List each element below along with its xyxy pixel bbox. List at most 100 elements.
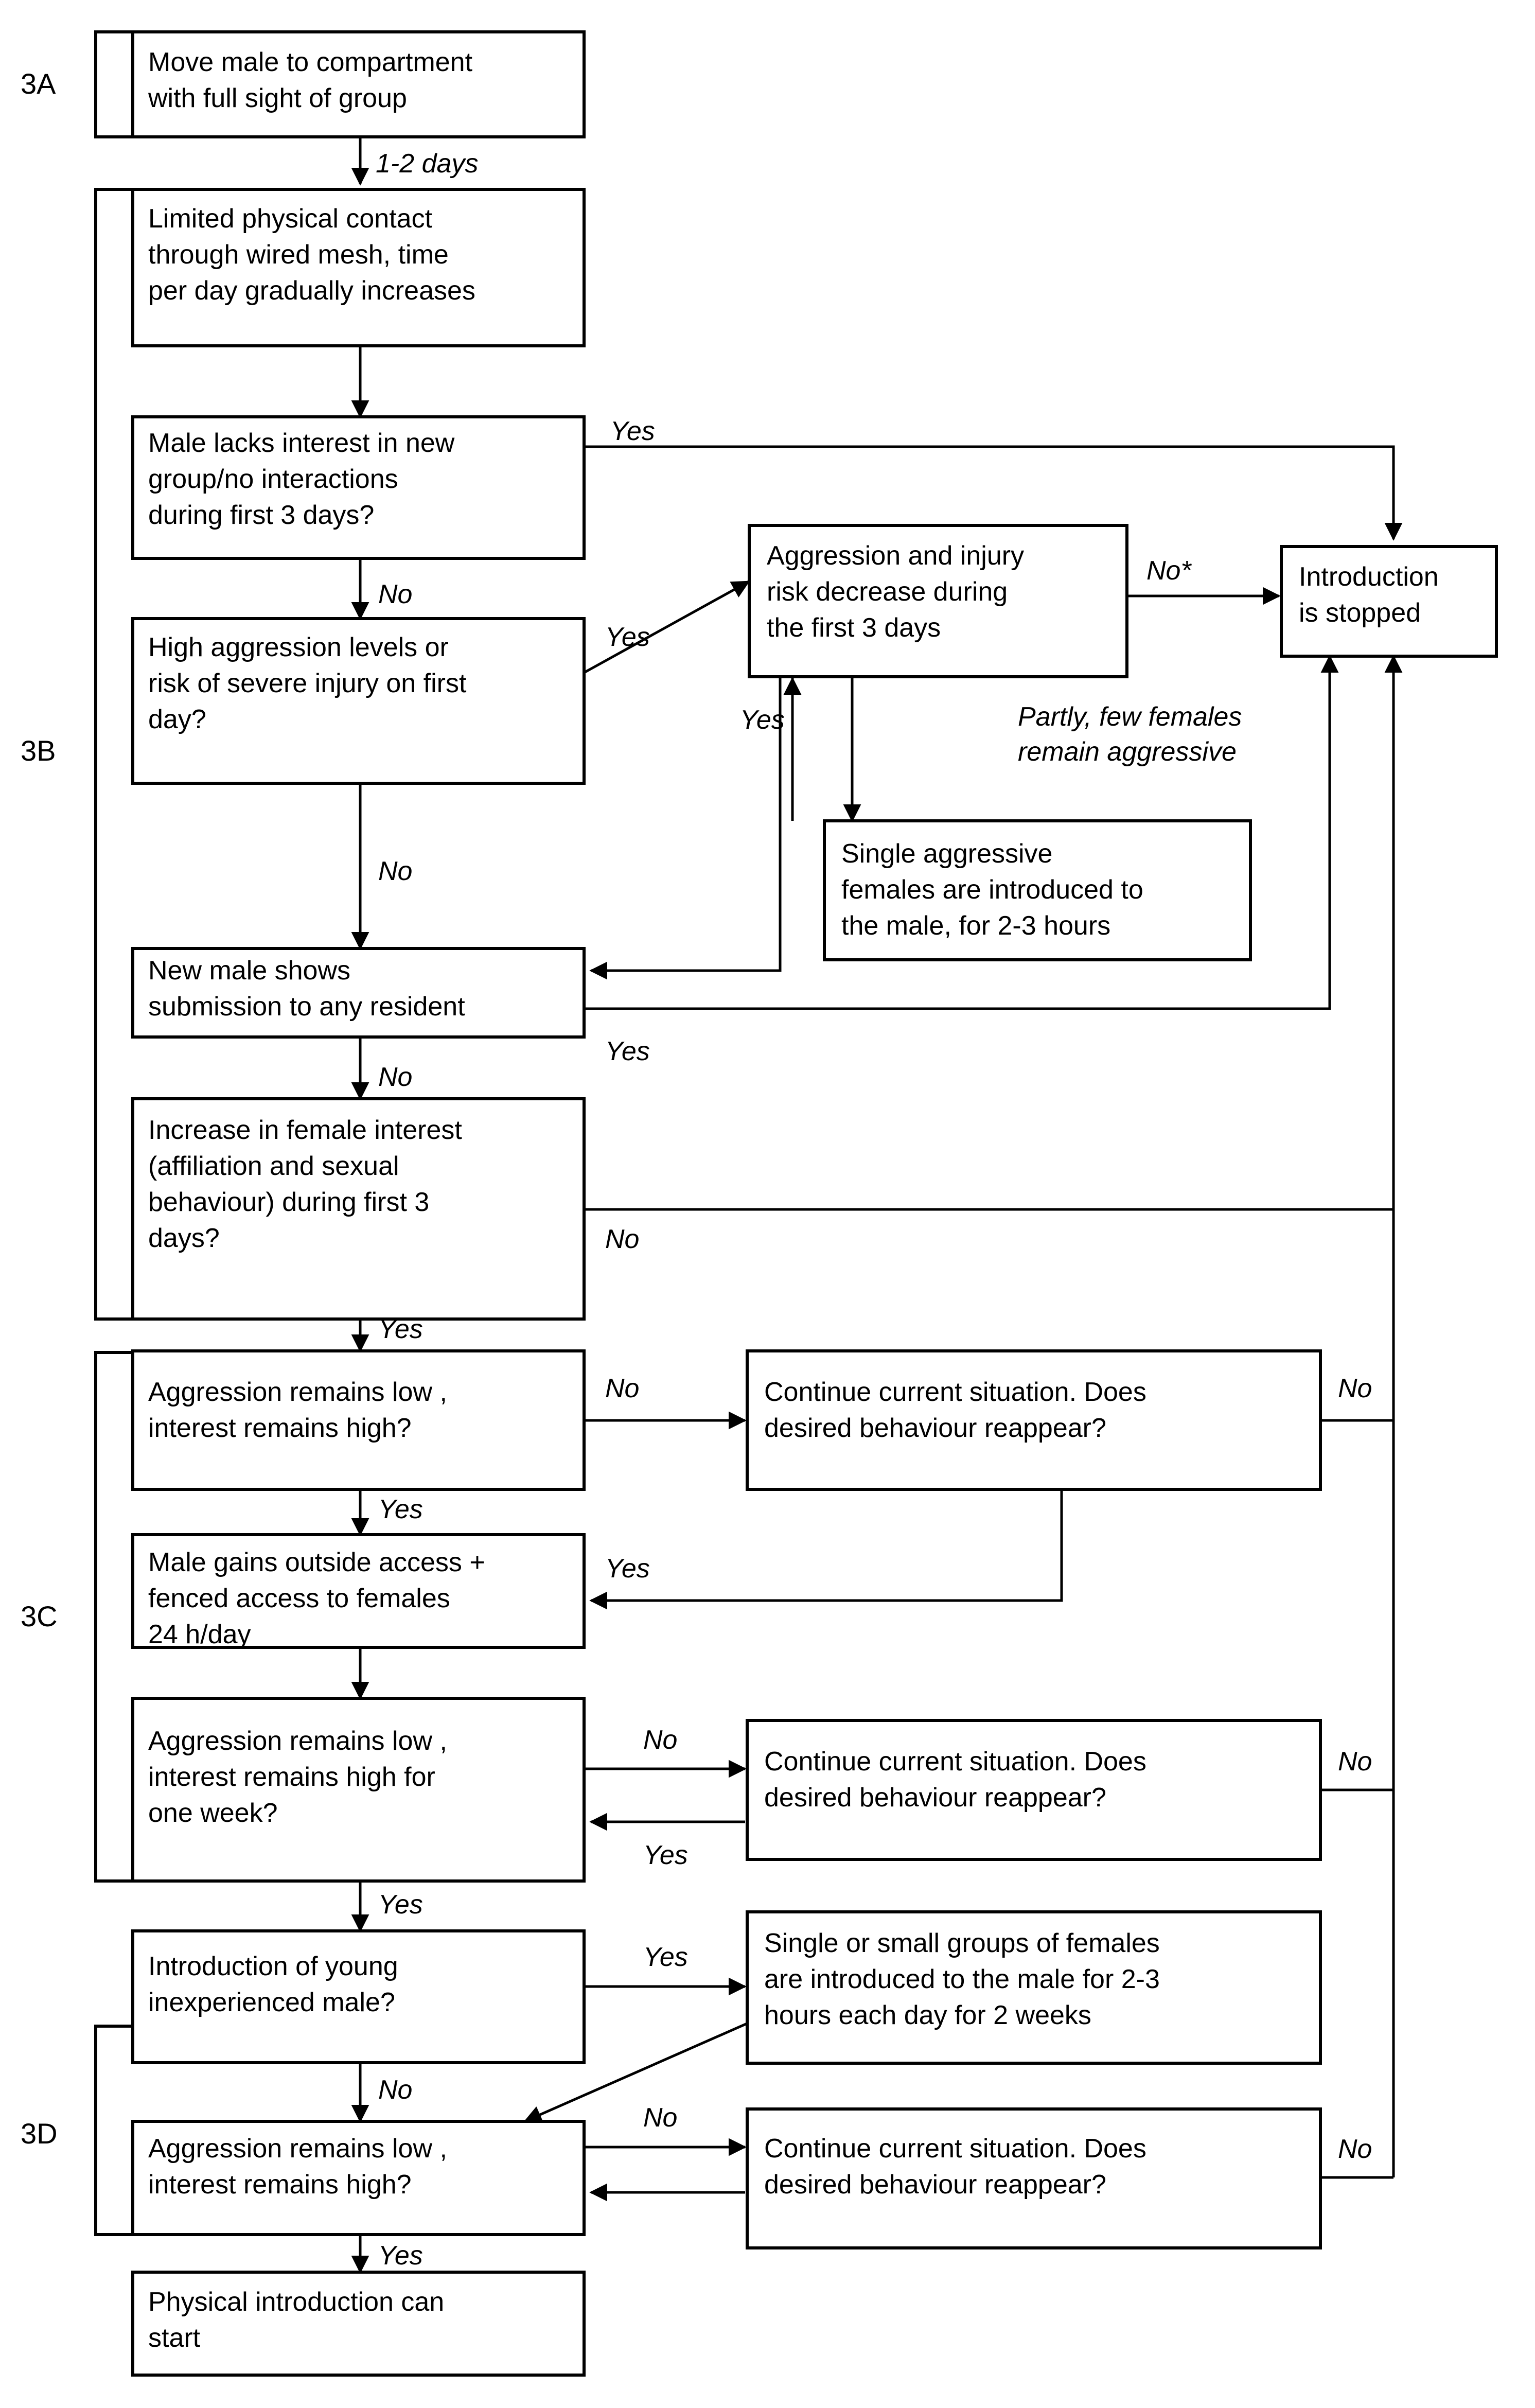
node-line: are introduced to the male for 2-3 [764, 1964, 1160, 1994]
node-new-male-shows-submission[interactable]: New male shows submission to any residen… [131, 947, 586, 1039]
node-introduction-is-stopped[interactable]: Introduction is stopped [1280, 545, 1498, 658]
node-line: Introduction [1299, 562, 1439, 592]
section-label-3c: 3C [21, 1600, 58, 1632]
section-label-3b: 3B [21, 734, 56, 767]
edge-label-no-n14: No [1338, 1747, 1372, 1777]
edge-label-yes-n8: Yes [605, 1036, 650, 1066]
node-continue-current-situation-2[interactable]: Continue current situation. Does desired… [746, 1719, 1322, 1861]
node-single-or-small-groups-females[interactable]: Single or small groups of females are in… [746, 1910, 1322, 2065]
edge-label-no-n9: No [605, 1224, 639, 1254]
node-line: Aggression and injury [767, 541, 1024, 571]
edge-n11-n12 [589, 1489, 1063, 1610]
node-line: hours each day for 2 weeks [764, 2000, 1091, 2030]
node-introduction-of-young-male[interactable]: Introduction of young inexperienced male… [131, 1929, 586, 2064]
edge-label-partly-1: Partly, few females [1018, 702, 1242, 732]
node-line: day? [148, 705, 206, 734]
node-line: start [148, 2323, 201, 2353]
node-aggression-risk-decrease[interactable]: Aggression and injury risk decrease duri… [748, 524, 1128, 678]
node-line: Aggression remains low , [148, 1377, 447, 1407]
edge-label-no-n8: No [378, 1062, 412, 1092]
node-line: Physical introduction can [148, 2287, 444, 2317]
section-bracket-3a [94, 30, 133, 138]
node-line: Continue current situation. Does [764, 1747, 1146, 1777]
node-line: inexperienced male? [148, 1988, 395, 2017]
edge-label-yes-n15: Yes [643, 1942, 688, 1972]
edge-label-yes-n5-n8: Yes [740, 705, 785, 735]
node-line: Limited physical contact [148, 204, 433, 234]
node-line: risk of severe injury on first [148, 669, 467, 698]
section-bracket-3d [94, 2025, 133, 2236]
node-line: behaviour) during first 3 [148, 1187, 429, 1217]
edge-label-1-2-days: 1-2 days [376, 149, 478, 179]
node-line: per day gradually increases [148, 276, 475, 306]
edge-label-partly-2: remain aggressive [1018, 737, 1237, 767]
node-line: Aggression remains low , [148, 2134, 447, 2164]
node-aggression-low-interest-high-2[interactable]: Aggression remains low , interest remain… [131, 2120, 586, 2236]
edge-label-yes-n11: Yes [605, 1554, 650, 1584]
node-line: Increase in female interest [148, 1115, 462, 1145]
node-line: risk decrease during [767, 577, 1008, 607]
node-physical-introduction-can-start[interactable]: Physical introduction can start [131, 2271, 586, 2377]
edge-label-no-star: No* [1146, 556, 1192, 586]
edge-n16-n17 [523, 2021, 750, 2123]
edge-label-no-n11: No [1338, 1374, 1372, 1403]
node-line: the first 3 days [767, 613, 941, 643]
edge-label-no-n3: No [378, 579, 412, 609]
node-line: with full sight of group [148, 83, 407, 113]
node-line: Aggression remains low , [148, 1726, 447, 1756]
edge-label-yes-n10: Yes [378, 1495, 423, 1524]
node-line: Single aggressive [841, 839, 1052, 869]
edge-n3-stopped [584, 445, 1403, 541]
node-male-lacks-interest[interactable]: Male lacks interest in new group/no inte… [131, 415, 586, 560]
node-line: interest remains high for [148, 1762, 435, 1792]
node-line: Continue current situation. Does [764, 1377, 1146, 1407]
node-line: fenced access to females [148, 1584, 450, 1613]
node-line: New male shows [148, 956, 350, 986]
edge-n4-n5 [583, 580, 750, 674]
node-male-gains-outside-access[interactable]: Male gains outside access + fenced acces… [131, 1533, 586, 1649]
edge-n8-stopped [584, 655, 1339, 1010]
node-move-male-to-compartment[interactable]: Move male to compartment with full sight… [131, 30, 586, 138]
node-line: during first 3 days? [148, 500, 374, 530]
edge-label-yes-n14: Yes [643, 1840, 688, 1870]
node-high-aggression-levels[interactable]: High aggression levels or risk of severe… [131, 617, 586, 785]
edge-label-no-n13: No [643, 1725, 677, 1755]
node-continue-current-situation-3[interactable]: Continue current situation. Does desired… [746, 2107, 1322, 2249]
node-line: is stopped [1299, 598, 1421, 628]
node-limited-physical-contact[interactable]: Limited physical contact through wired m… [131, 188, 586, 347]
node-line: Male gains outside access + [148, 1548, 485, 1577]
node-line: Continue current situation. Does [764, 2134, 1146, 2164]
node-line: days? [148, 1223, 220, 1253]
node-line: Male lacks interest in new [148, 428, 455, 458]
section-bracket-3b [94, 188, 133, 1321]
node-line: Single or small groups of females [764, 1928, 1160, 1958]
node-line: submission to any resident [148, 992, 465, 1022]
node-line: one week? [148, 1798, 278, 1828]
node-aggression-low-interest-high-1[interactable]: Aggression remains low , interest remain… [131, 1349, 586, 1491]
node-line: desired behaviour reappear? [764, 1783, 1106, 1813]
node-single-aggressive-females[interactable]: Single aggressive females are introduced… [823, 819, 1252, 961]
edge-n5-n8 [589, 677, 782, 980]
node-line: through wired mesh, time [148, 240, 449, 270]
node-increase-female-interest[interactable]: Increase in female interest (affiliation… [131, 1097, 586, 1321]
section-label-3a: 3A [21, 67, 56, 100]
node-continue-current-situation-1[interactable]: Continue current situation. Does desired… [746, 1349, 1322, 1491]
edge-label-yes-n4: Yes [605, 622, 650, 652]
node-line: (affiliation and sexual [148, 1151, 399, 1181]
node-aggression-low-interest-high-one-week[interactable]: Aggression remains low , interest remain… [131, 1697, 586, 1883]
node-line: 24 h/day [148, 1620, 251, 1649]
node-line: females are introduced to [841, 875, 1143, 905]
edge-label-yes-n3: Yes [610, 416, 655, 446]
node-line: the male, for 2-3 hours [841, 911, 1110, 941]
section-bracket-3c [94, 1351, 133, 1883]
edge-label-yes-n13: Yes [378, 1890, 423, 1920]
node-line: group/no interactions [148, 464, 398, 494]
edge-label-no-n18: No [1338, 2134, 1372, 2164]
node-line: Move male to compartment [148, 47, 473, 77]
node-line: High aggression levels or [148, 632, 449, 662]
section-label-3d: 3D [21, 2117, 58, 2150]
node-line: desired behaviour reappear? [764, 1413, 1106, 1443]
edge-label-no-n4: No [378, 856, 412, 886]
node-line: Introduction of young [148, 1952, 398, 1981]
